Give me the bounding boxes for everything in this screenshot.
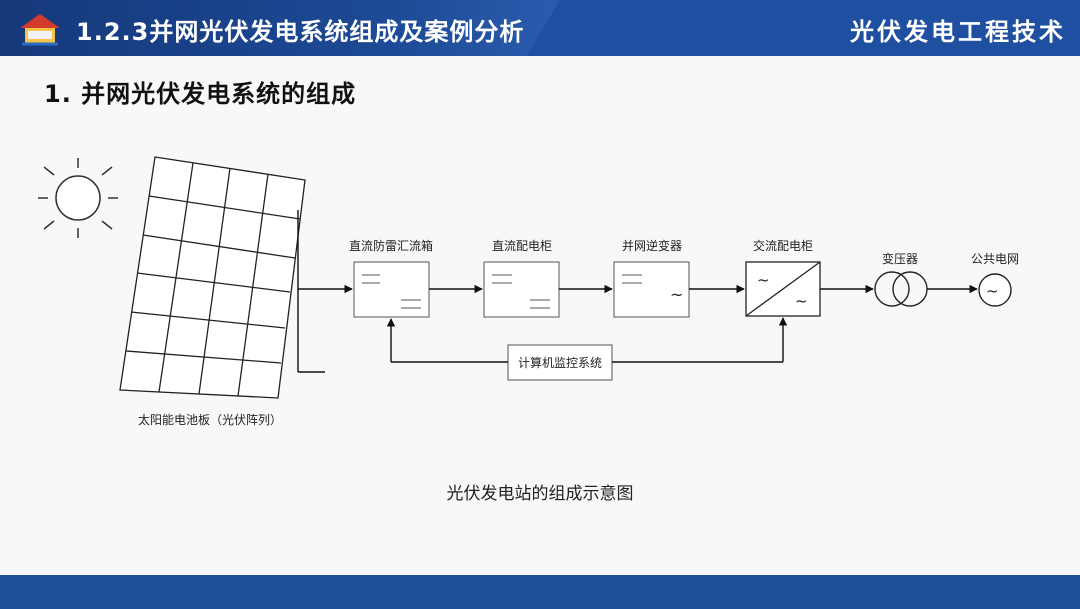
logo-icon bbox=[20, 14, 60, 46]
public-grid-icon bbox=[978, 273, 1012, 307]
ac-wave-icon: ~ bbox=[986, 282, 999, 300]
sun-icon bbox=[38, 158, 118, 238]
monitor-label: 计算机监控系统 bbox=[518, 355, 602, 370]
transformer-label: 变压器 bbox=[882, 251, 918, 266]
combiner-box-label: 直流防雷汇流箱 bbox=[349, 238, 433, 253]
combiner-box bbox=[353, 261, 430, 318]
ac-wave-icon: ~ bbox=[795, 292, 808, 310]
ac-wave-icon: ~ bbox=[757, 271, 770, 289]
dc-cabinet-label: 直流配电柜 bbox=[492, 239, 552, 253]
ac-cabinet-label: 交流配电柜 bbox=[753, 238, 813, 253]
page-heading: 1. 并网光伏发电系统的组成 bbox=[44, 80, 357, 108]
diagram-caption: 光伏发电站的组成示意图 bbox=[447, 484, 634, 504]
solar-panel-array bbox=[119, 156, 306, 399]
inverter-label: 并网逆变器 bbox=[622, 238, 682, 253]
course-title: 光伏发电工程技术 bbox=[850, 18, 1066, 46]
dc-distribution-cabinet bbox=[483, 261, 560, 318]
transformer-icon bbox=[874, 271, 928, 307]
grid-label: 公共电网 bbox=[971, 252, 1019, 266]
header-title-band bbox=[0, 0, 560, 56]
grid-inverter bbox=[613, 261, 690, 318]
section-title: 1.2.3并网光伏发电系统组成及案例分析 bbox=[76, 18, 525, 46]
ac-wave-icon: ~ bbox=[670, 285, 683, 304]
footer-bar bbox=[0, 575, 1080, 609]
ac-distribution-cabinet bbox=[745, 261, 821, 317]
solar-panel-label: 太阳能电池板（光伏阵列） bbox=[138, 412, 282, 427]
